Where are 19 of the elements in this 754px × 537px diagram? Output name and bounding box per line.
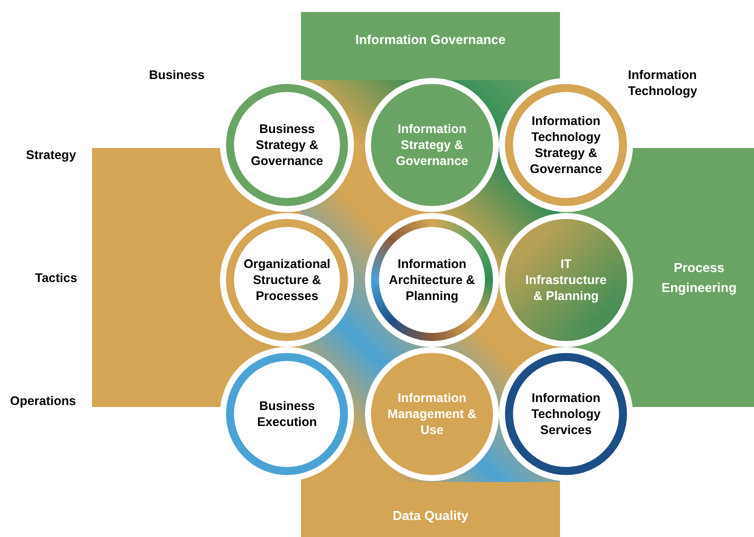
circle-label: Organizational Structure & Processes	[242, 256, 332, 304]
band	[301, 482, 560, 537]
axis-label: Operations	[10, 393, 77, 409]
band-label: Information Governance	[355, 31, 506, 49]
band-label: Process Engineering	[660, 259, 738, 297]
circle-label: Information Architecture & Planning	[388, 256, 476, 304]
axis-label: Tactics	[35, 270, 78, 286]
circle-label: Business Strategy & Governance	[250, 121, 324, 169]
axis-label: Information Technology	[628, 67, 698, 99]
band-label: Data Quality	[392, 506, 468, 525]
circle-label: Information Strategy & Governance	[394, 121, 470, 169]
circle-label: Business Execution	[256, 398, 318, 430]
circle-label: Information Management & Use	[387, 390, 477, 438]
circle-label: Information Technology Services	[530, 390, 602, 438]
circle-label: Information Technology Strategy & Governance	[528, 113, 604, 177]
axis-label: Business	[149, 67, 206, 83]
band	[301, 12, 560, 80]
circle-label: IT Infrastructure & Planning	[524, 256, 608, 304]
axis-label: Strategy	[26, 147, 78, 163]
